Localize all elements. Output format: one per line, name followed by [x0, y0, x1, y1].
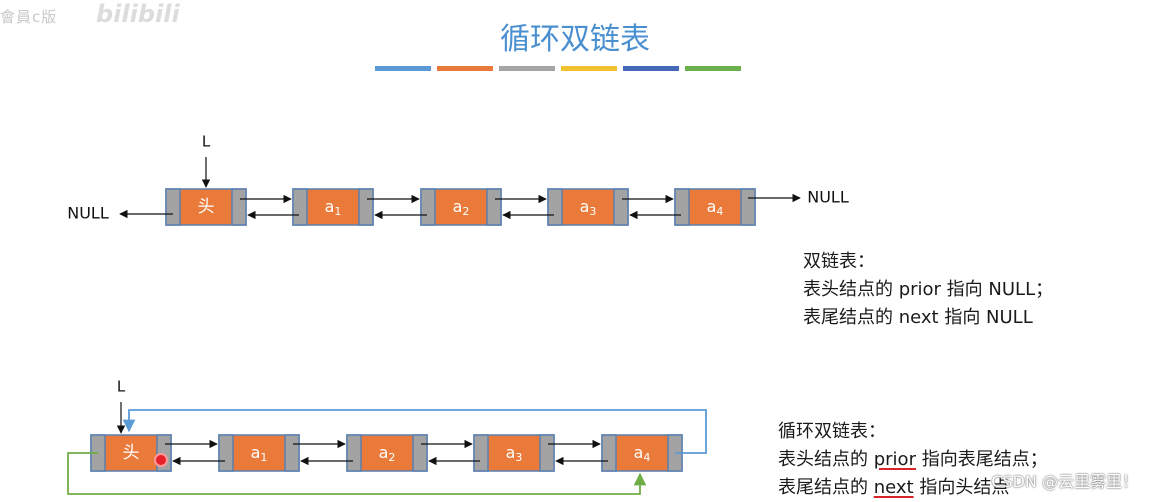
- desc2-line1-pre: 表头结点的: [778, 449, 874, 470]
- color-bar-segment: [499, 66, 555, 71]
- desc1-line1: 表头结点的 prior 指向 NULL；: [803, 279, 1054, 300]
- d2-node-label-sub: 3: [515, 451, 522, 464]
- cursor-highlight-dot: [154, 453, 168, 467]
- d2-node-a3-next-field: [539, 434, 555, 472]
- watermark-text: 會員c版: [0, 8, 58, 26]
- d1-node-label-base: a: [453, 197, 463, 216]
- color-bar-segment: [437, 66, 493, 71]
- d2-node-label: a4: [634, 443, 651, 465]
- color-bar-segment: [561, 66, 617, 71]
- d1-node-label-sub: 1: [334, 205, 341, 218]
- d1-head-node-prior-field: [165, 188, 181, 226]
- d1-left-null-label: NULL: [67, 204, 109, 223]
- desc2-line2-post: 指向头结点: [913, 477, 1010, 498]
- circular-doubly-linked-list-description: 循环双链表： 表头结点的 prior 指向表尾结点； 表尾结点的 next 指向…: [778, 418, 1048, 502]
- d1-head-label: 头: [198, 197, 215, 217]
- d2-node-label: a1: [251, 443, 268, 465]
- d1-node-a1-next-field: [358, 188, 374, 226]
- d1-node-a4-next-field: [740, 188, 756, 226]
- d1-head-node-next-field: [231, 188, 247, 226]
- d2-node-a2-next-field: [412, 434, 428, 472]
- d2-node-a1-next-field: [284, 434, 300, 472]
- d1-node-label-base: a: [707, 197, 717, 216]
- d2-node-label-sub: 1: [260, 451, 267, 464]
- d2-node-a2-prior-field: [346, 434, 362, 472]
- d1-node-a2-prior-field: [420, 188, 436, 226]
- d1-node-label-sub: 4: [716, 205, 723, 218]
- watermark-logo: bilibili: [96, 0, 180, 28]
- d1-node-a2-next-field: [486, 188, 502, 226]
- d2-tail-next-loop: [122, 409, 707, 454]
- d1-node-label: a4: [707, 197, 724, 219]
- d2-node-label: a3: [506, 443, 523, 465]
- d2-node-label-base: a: [506, 443, 516, 462]
- color-bar: [375, 66, 741, 71]
- color-bar-segment: [623, 66, 679, 71]
- d2-node-label-sub: 2: [388, 451, 395, 464]
- d2-node-label-sub: 4: [643, 451, 650, 464]
- doubly-linked-list-description: 双链表： 表头结点的 prior 指向 NULL； 表尾结点的 next 指向 …: [803, 248, 1053, 332]
- d1-node-label-base: a: [325, 197, 335, 216]
- d2-node-label: a2: [379, 443, 396, 465]
- d1-node-label: a1: [325, 197, 342, 219]
- color-bar-segment: [375, 66, 431, 71]
- d2-node-label-base: a: [251, 443, 261, 462]
- d1-node-a3-prior-field: [547, 188, 563, 226]
- desc2-line1-post: 指向表尾结点；: [915, 449, 1048, 470]
- d2-head-prior-loop: [67, 452, 647, 495]
- d2-node-a1-prior-field: [218, 434, 234, 472]
- csdn-watermark: CSDN @云里雾里！: [991, 472, 1138, 491]
- d1-node-a4-prior-field: [674, 188, 690, 226]
- d1-node-a3-next-field: [613, 188, 629, 226]
- desc1-title: 双链表：: [803, 251, 875, 272]
- d2-node-a3-prior-field: [473, 434, 489, 472]
- d1-node-label: a3: [580, 197, 597, 219]
- desc1-line2: 表尾结点的 next 指向 NULL: [803, 307, 1033, 328]
- desc2-line2: 表尾结点的 next 指向头结点: [778, 474, 1048, 502]
- d1-node-label-sub: 3: [589, 205, 596, 218]
- d1-node-label-sub: 2: [462, 205, 469, 218]
- d2-node-a4-prior-field: [601, 434, 617, 472]
- d2-node-label-base: a: [379, 443, 389, 462]
- color-bar-segment: [685, 66, 741, 71]
- desc2-title: 循环双链表：: [778, 421, 886, 442]
- desc2-line2-pre: 表尾结点的: [778, 477, 874, 498]
- desc2-line1: 表头结点的 prior 指向表尾结点；: [778, 446, 1048, 474]
- d2-head-pointer-label: L: [117, 378, 126, 396]
- d2-node-label-base: a: [634, 443, 644, 462]
- desc2-next-keyword: next: [873, 477, 914, 498]
- desc2-prior-keyword: prior: [873, 449, 916, 470]
- d2-head-label: 头: [123, 443, 140, 463]
- d1-head-pointer-label: L: [202, 133, 211, 151]
- d1-right-null-label: NULL: [807, 188, 849, 207]
- d1-node-a1-prior-field: [292, 188, 308, 226]
- d1-node-label: a2: [453, 197, 470, 219]
- d1-node-label-base: a: [580, 197, 590, 216]
- page-title: 循环双链表: [500, 22, 650, 57]
